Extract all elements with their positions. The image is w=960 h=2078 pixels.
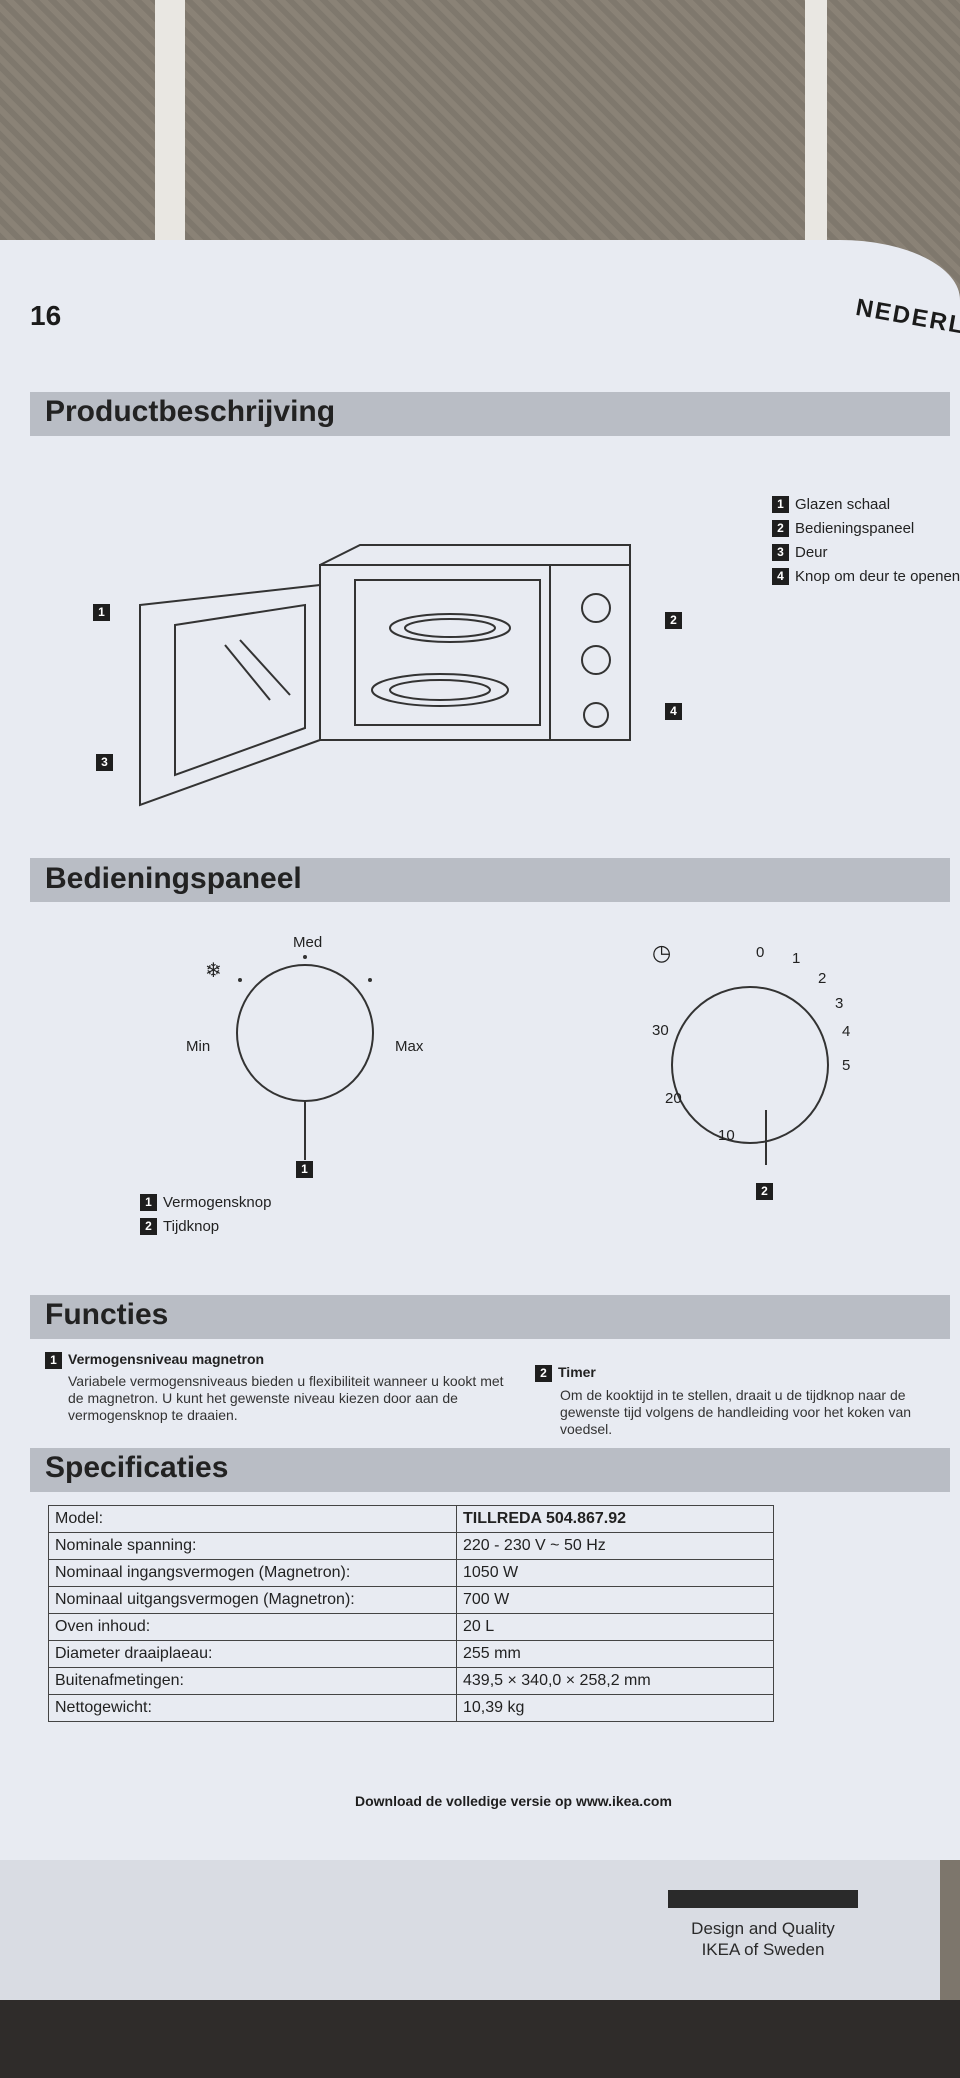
section-bar-panel	[30, 858, 950, 902]
footer-line-1: Design and Quality	[691, 1919, 835, 1938]
back-cover	[0, 1860, 940, 2000]
timer-dial	[671, 986, 829, 1165]
table-row: Nominaal ingangsvermogen (Magnetron):105…	[48, 1559, 774, 1587]
microwave-illustration	[139, 544, 631, 807]
callout-2: 2	[665, 611, 688, 629]
callout-4: 4	[665, 702, 688, 720]
download-note: Download de volledige versie op www.ikea…	[355, 1793, 672, 1809]
timer-dial-callout: 2	[756, 1182, 779, 1200]
footer-line-2: IKEA of Sweden	[701, 1940, 825, 1959]
table-row: Nominale spanning:220 - 230 V ~ 50 Hz	[48, 1532, 774, 1560]
section-bar-specs	[30, 1448, 950, 1492]
section-bar-product	[30, 392, 950, 436]
footer-credit: Design and Quality IKEA of Sweden	[668, 1918, 858, 1960]
defrost-icon: ❄	[205, 960, 222, 982]
table-row: Diameter draaiplaeau:255 mm	[48, 1640, 774, 1668]
timer-tick: 1	[792, 950, 801, 967]
power-dial-min-label: Min	[186, 1038, 211, 1055]
timer-tick: 0	[756, 944, 765, 961]
table-row: Nettogewicht:10,39 kg	[48, 1694, 774, 1722]
footer-bar	[668, 1890, 858, 1908]
power-dial	[236, 955, 374, 1160]
timer-tick: 3	[835, 995, 844, 1012]
function-1-text: Variabele vermogensniveaus bieden u flex…	[68, 1373, 504, 1423]
timer-tick: 20	[665, 1090, 682, 1107]
timer-tick: 4	[842, 1023, 851, 1040]
clock-icon: ◷	[652, 940, 672, 965]
section-bar-functions	[30, 1295, 950, 1339]
callout-3: 3	[96, 753, 119, 771]
table-row: Model:TILLREDA 504.867.92	[48, 1505, 774, 1533]
power-dial-med-label: Med	[293, 934, 323, 951]
spec-table: Model:TILLREDA 504.867.92 Nominale spann…	[48, 1505, 774, 1722]
timer-tick: 10	[718, 1127, 735, 1144]
section-title-panel: Bedieningspaneel	[45, 862, 302, 895]
section-title-functions: Functies	[45, 1298, 169, 1331]
power-dial-max-label: Max	[395, 1038, 424, 1055]
timer-tick: 2	[818, 970, 827, 987]
book-stand-left	[155, 0, 185, 270]
table-row: Oven inhoud:20 L	[48, 1613, 774, 1641]
timer-tick: 5	[842, 1057, 851, 1074]
section-title-product: Productbeschrijving	[45, 395, 336, 428]
table-row: Buitenafmetingen:439,5 × 340,0 × 258,2 m…	[48, 1667, 774, 1695]
function-2-text: Om de kooktijd in te stellen, draait u d…	[560, 1387, 912, 1437]
callout-1: 1	[93, 603, 116, 621]
book-stand-right	[805, 0, 827, 250]
table-row: Nominaal uitgangsvermogen (Magnetron):70…	[48, 1586, 774, 1614]
power-dial-callout: 1	[296, 1160, 319, 1178]
table-surface	[0, 2000, 960, 2078]
page-number: 16	[30, 300, 62, 331]
section-title-specs: Specificaties	[45, 1451, 229, 1484]
timer-tick: 30	[652, 1022, 669, 1039]
